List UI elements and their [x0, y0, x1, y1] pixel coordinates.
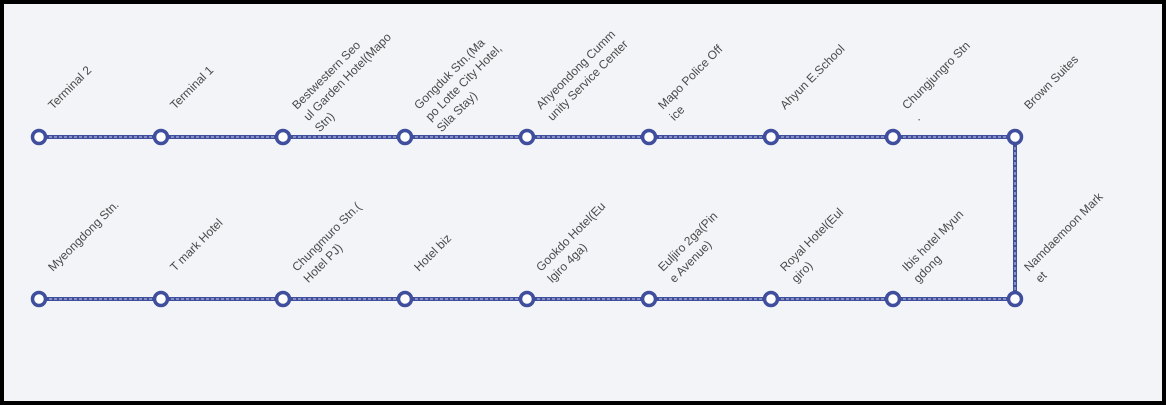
stop-label-line: Hotel biz — [411, 231, 454, 274]
stop-marker-ibis-hotel-myungdong — [884, 290, 902, 308]
stop-marker-gongduk-stn — [396, 128, 414, 146]
stop-marker-chungjungro-stn — [884, 128, 902, 146]
stop-label-euljiro-2ga: Euljiro 2ga(Pine Avenue) — [655, 209, 731, 285]
stop-marker-ahyun-e-school — [762, 128, 780, 146]
stop-marker-euljiro-2ga — [640, 290, 658, 308]
stop-label-line: Royal Hotel(Eul — [777, 205, 846, 274]
stop-marker-terminal-1 — [152, 128, 170, 146]
stop-label-line: et — [1033, 268, 1050, 285]
stop-marker-mapo-police-office — [640, 128, 658, 146]
stop-label-hotel-biz: Hotel biz — [411, 231, 454, 274]
stop-marker-gookdo-hotel — [518, 290, 536, 308]
stop-label-t-mark-hotel: T mark Hotel — [167, 216, 225, 274]
stop-label-line: . — [911, 111, 923, 123]
stop-label-line: Terminal 2 — [45, 63, 94, 112]
stop-label-myeongdong-stn: Myeongdong Stn. — [45, 198, 121, 274]
stop-label-chungjungro-stn: Chungjungro Stn. — [899, 39, 984, 124]
stop-label-mapo-police-office: Mapo Police Office — [655, 42, 737, 124]
stop-label-line: Terminal 1 — [167, 63, 216, 112]
stop-label-gookdo-hotel: Gookdo Hotel(Eulgiro 4ga) — [533, 199, 619, 285]
stop-marker-terminal-2 — [30, 128, 48, 146]
stop-marker-royal-hotel — [762, 290, 780, 308]
stop-label-line: Chungjungro Stn — [899, 39, 973, 113]
shuttle-route-map: Terminal 2 Terminal 1 Bestwestern Seoul Ga… — [30, 19, 1117, 308]
stop-label-bestwestern-seoul-garden: Bestwestern Seoul Garden Hotel(MapoStn) — [289, 19, 405, 135]
stop-label-line: Myeongdong Stn. — [45, 198, 121, 274]
stop-label-line: Namdaemoon Mark — [1021, 189, 1106, 274]
stop-label-line: Ahyun E.School — [777, 42, 847, 112]
stop-label-chungmuro-stn: Chungmuro Stn.(Hotel PJ) — [289, 200, 375, 286]
stop-label-line: Brown Suites — [1021, 52, 1081, 112]
stop-label-namdaemoon-market: Namdaemoon Market — [1021, 189, 1117, 285]
stop-label-ibis-hotel-myungdong: Ibis hotel Myungdong — [899, 207, 977, 285]
stop-marker-myeongdong-stn — [30, 290, 48, 308]
stop-marker-namdaemoon-market — [1006, 290, 1024, 308]
stop-label-brown-suites: Brown Suites — [1021, 52, 1081, 112]
stop-label-ahyeondong-community-center: Ahyeondong Cummunity Service Center — [533, 26, 631, 124]
route-stops: Terminal 2 Terminal 1 Bestwestern Seoul Ga… — [30, 19, 1117, 308]
stop-label-line: T mark Hotel — [167, 216, 225, 274]
stop-label-terminal-1: Terminal 1 — [167, 63, 216, 112]
stop-marker-brown-suites — [1006, 128, 1024, 146]
route-segments — [39, 135, 1017, 301]
stop-marker-bestwestern-seoul-garden — [274, 128, 292, 146]
stop-label-royal-hotel: Royal Hotel(Eulgiro) — [777, 205, 857, 285]
stop-marker-hotel-biz — [396, 290, 414, 308]
stop-marker-ahyeondong-community-center — [518, 128, 536, 146]
stop-label-ahyun-e-school: Ahyun E.School — [777, 42, 847, 112]
stop-marker-chungmuro-stn — [274, 290, 292, 308]
stop-label-terminal-2: Terminal 2 — [45, 63, 94, 112]
stop-label-line: Mapo Police Off — [655, 42, 726, 113]
stop-marker-t-mark-hotel — [152, 290, 170, 308]
stop-label-gongduk-stn: Gongduk Stn.(Mapo Lotte City Hotel,Sila … — [411, 30, 516, 135]
